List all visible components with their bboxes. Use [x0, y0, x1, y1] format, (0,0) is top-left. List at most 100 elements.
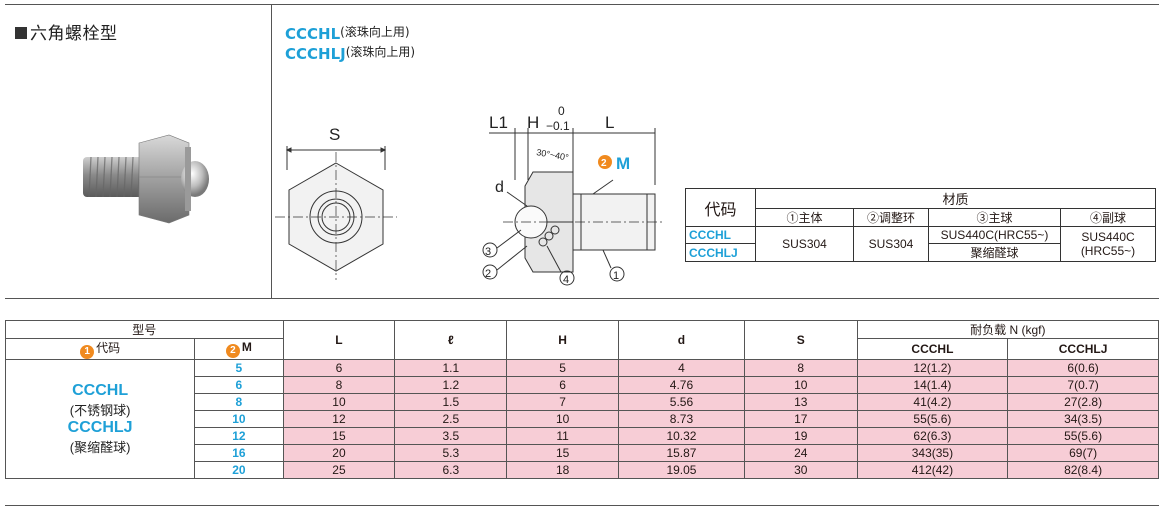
model-code: CCCHL	[285, 25, 341, 43]
part3-label: 3	[485, 246, 491, 258]
side-view: L1 H 0 −0.1 L 30°~40° d 3	[482, 104, 665, 286]
cell-d: 19.05	[618, 461, 745, 479]
cell-S: 8	[743, 359, 858, 377]
cell-M: 12	[194, 427, 284, 445]
section-title-text: 六角螺栓型	[30, 24, 118, 44]
circle-1-icon: 1	[80, 345, 95, 359]
dim-S-label: S	[329, 125, 340, 144]
cell-load1: 41(4.2)	[856, 393, 1009, 411]
footer-divider	[5, 505, 1159, 506]
cell-M: 8	[194, 393, 284, 411]
col-L-header: L	[282, 320, 396, 360]
cell-d: 4	[618, 359, 745, 377]
hex-bolt-ball-plunger-photo	[83, 134, 209, 224]
cell-load2: 7(0.7)	[1007, 376, 1159, 394]
code-value: CCCHLJ	[67, 419, 133, 436]
model-header: 型号	[5, 320, 284, 339]
cell-load2: 6(0.6)	[1007, 359, 1159, 377]
cell-L: 10	[282, 393, 396, 411]
material-row-code: CCCHL	[685, 226, 756, 244]
cell-load2: 69(7)	[1007, 444, 1159, 462]
dim-M-label: M	[616, 154, 630, 173]
cell-M: 16	[194, 444, 284, 462]
code-material: (不锈钢球)	[69, 403, 131, 418]
cell-l: 1.5	[394, 393, 508, 411]
cell-d: 5.56	[618, 393, 745, 411]
col-H-header: H	[506, 320, 620, 360]
cell-load2: 82(8.4)	[1007, 461, 1159, 479]
material-col-ring: ②调整环	[853, 208, 929, 227]
code-block-cell: CCCHL (不锈钢球)CCCHLJ (聚缩醛球)	[4, 359, 196, 479]
material-row-code: CCCHLJ	[685, 243, 756, 262]
cell-l: 2.5	[394, 410, 508, 428]
cell-d: 10.32	[618, 427, 745, 445]
dim-H-tol-bottom: −0.1	[546, 119, 570, 133]
dim-L-label: L	[605, 113, 614, 132]
part1-label: 1	[613, 270, 619, 282]
cell-load1: 412(42)	[856, 461, 1009, 479]
cell-H: 18	[506, 461, 620, 479]
material-col-body: ①主体	[755, 208, 854, 227]
col-d-header: d	[618, 320, 745, 360]
cell-d: 8.73	[618, 410, 745, 428]
material-sub-ball-value: SUS440C(HRC55~)	[1060, 226, 1156, 262]
material-header: 材质	[755, 188, 1156, 209]
dim-H-label: H	[527, 113, 539, 132]
cell-l: 1.2	[394, 376, 508, 394]
material-col-main-ball: ③主球	[928, 208, 1061, 227]
cell-S: 24	[743, 444, 858, 462]
m-badge-number: 2	[601, 158, 607, 169]
load-header: 耐负载 N (kgf)	[856, 320, 1159, 339]
cell-S: 10	[743, 376, 858, 394]
code-material: (聚缩醛球)	[69, 440, 131, 455]
material-body-value: SUS304	[755, 226, 854, 262]
cell-H: 11	[506, 427, 620, 445]
cell-load2: 34(3.5)	[1007, 410, 1159, 428]
cell-d: 15.87	[618, 444, 745, 462]
cell-L: 15	[282, 427, 396, 445]
cell-d: 4.76	[618, 376, 745, 394]
model-note: (滚珠向上用)	[345, 45, 416, 59]
model-code: CCCHLJ	[285, 45, 346, 63]
section-title: 六角螺栓型	[15, 19, 118, 44]
material-main-ball-value: 聚缩醛球	[928, 243, 1061, 262]
cell-H: 7	[506, 393, 620, 411]
cell-l: 5.3	[394, 444, 508, 462]
angle-label: 30°~40°	[536, 147, 570, 163]
model-code-line-1: CCCHL(滚珠向上用)	[285, 23, 410, 43]
cell-H: 6	[506, 376, 620, 394]
cell-M: 20	[194, 461, 284, 479]
col-S-header: S	[743, 320, 858, 360]
material-main-ball-value: SUS440C(HRC55~)	[928, 226, 1061, 244]
cell-H: 15	[506, 444, 620, 462]
dim-L1-label: L1	[489, 113, 508, 132]
cell-load1: 14(1.4)	[856, 376, 1009, 394]
cell-S: 13	[743, 393, 858, 411]
cell-load1: 55(5.6)	[856, 410, 1009, 428]
cell-S: 17	[743, 410, 858, 428]
cell-L: 20	[282, 444, 396, 462]
cell-load1: 12(1.2)	[856, 359, 1009, 377]
cell-l: 3.5	[394, 427, 508, 445]
part2-label: 2	[485, 268, 491, 280]
code-header-text: 代码	[96, 341, 121, 355]
product-image-panel: 六角螺栓型	[5, 5, 272, 298]
material-table: 代码 材质 ①主体 ②调整环 ③主球 ④副球 CCCHL SUS304 SUS3…	[685, 188, 1156, 262]
cell-L: 6	[282, 359, 396, 377]
cell-l: 1.1	[394, 359, 508, 377]
load-col-2-header: CCCHLJ	[1007, 338, 1159, 360]
sub-ball-line2: (HRC55~)	[1080, 244, 1136, 258]
code-value: CCCHL	[72, 382, 129, 399]
cell-S: 19	[743, 427, 858, 445]
sub-ball-line1: SUS440C	[1081, 230, 1135, 244]
cell-l: 6.3	[394, 461, 508, 479]
col-l-header: ℓ	[394, 320, 508, 360]
circle-2-icon: 2	[225, 344, 240, 358]
cell-load2: 27(2.8)	[1007, 393, 1159, 411]
